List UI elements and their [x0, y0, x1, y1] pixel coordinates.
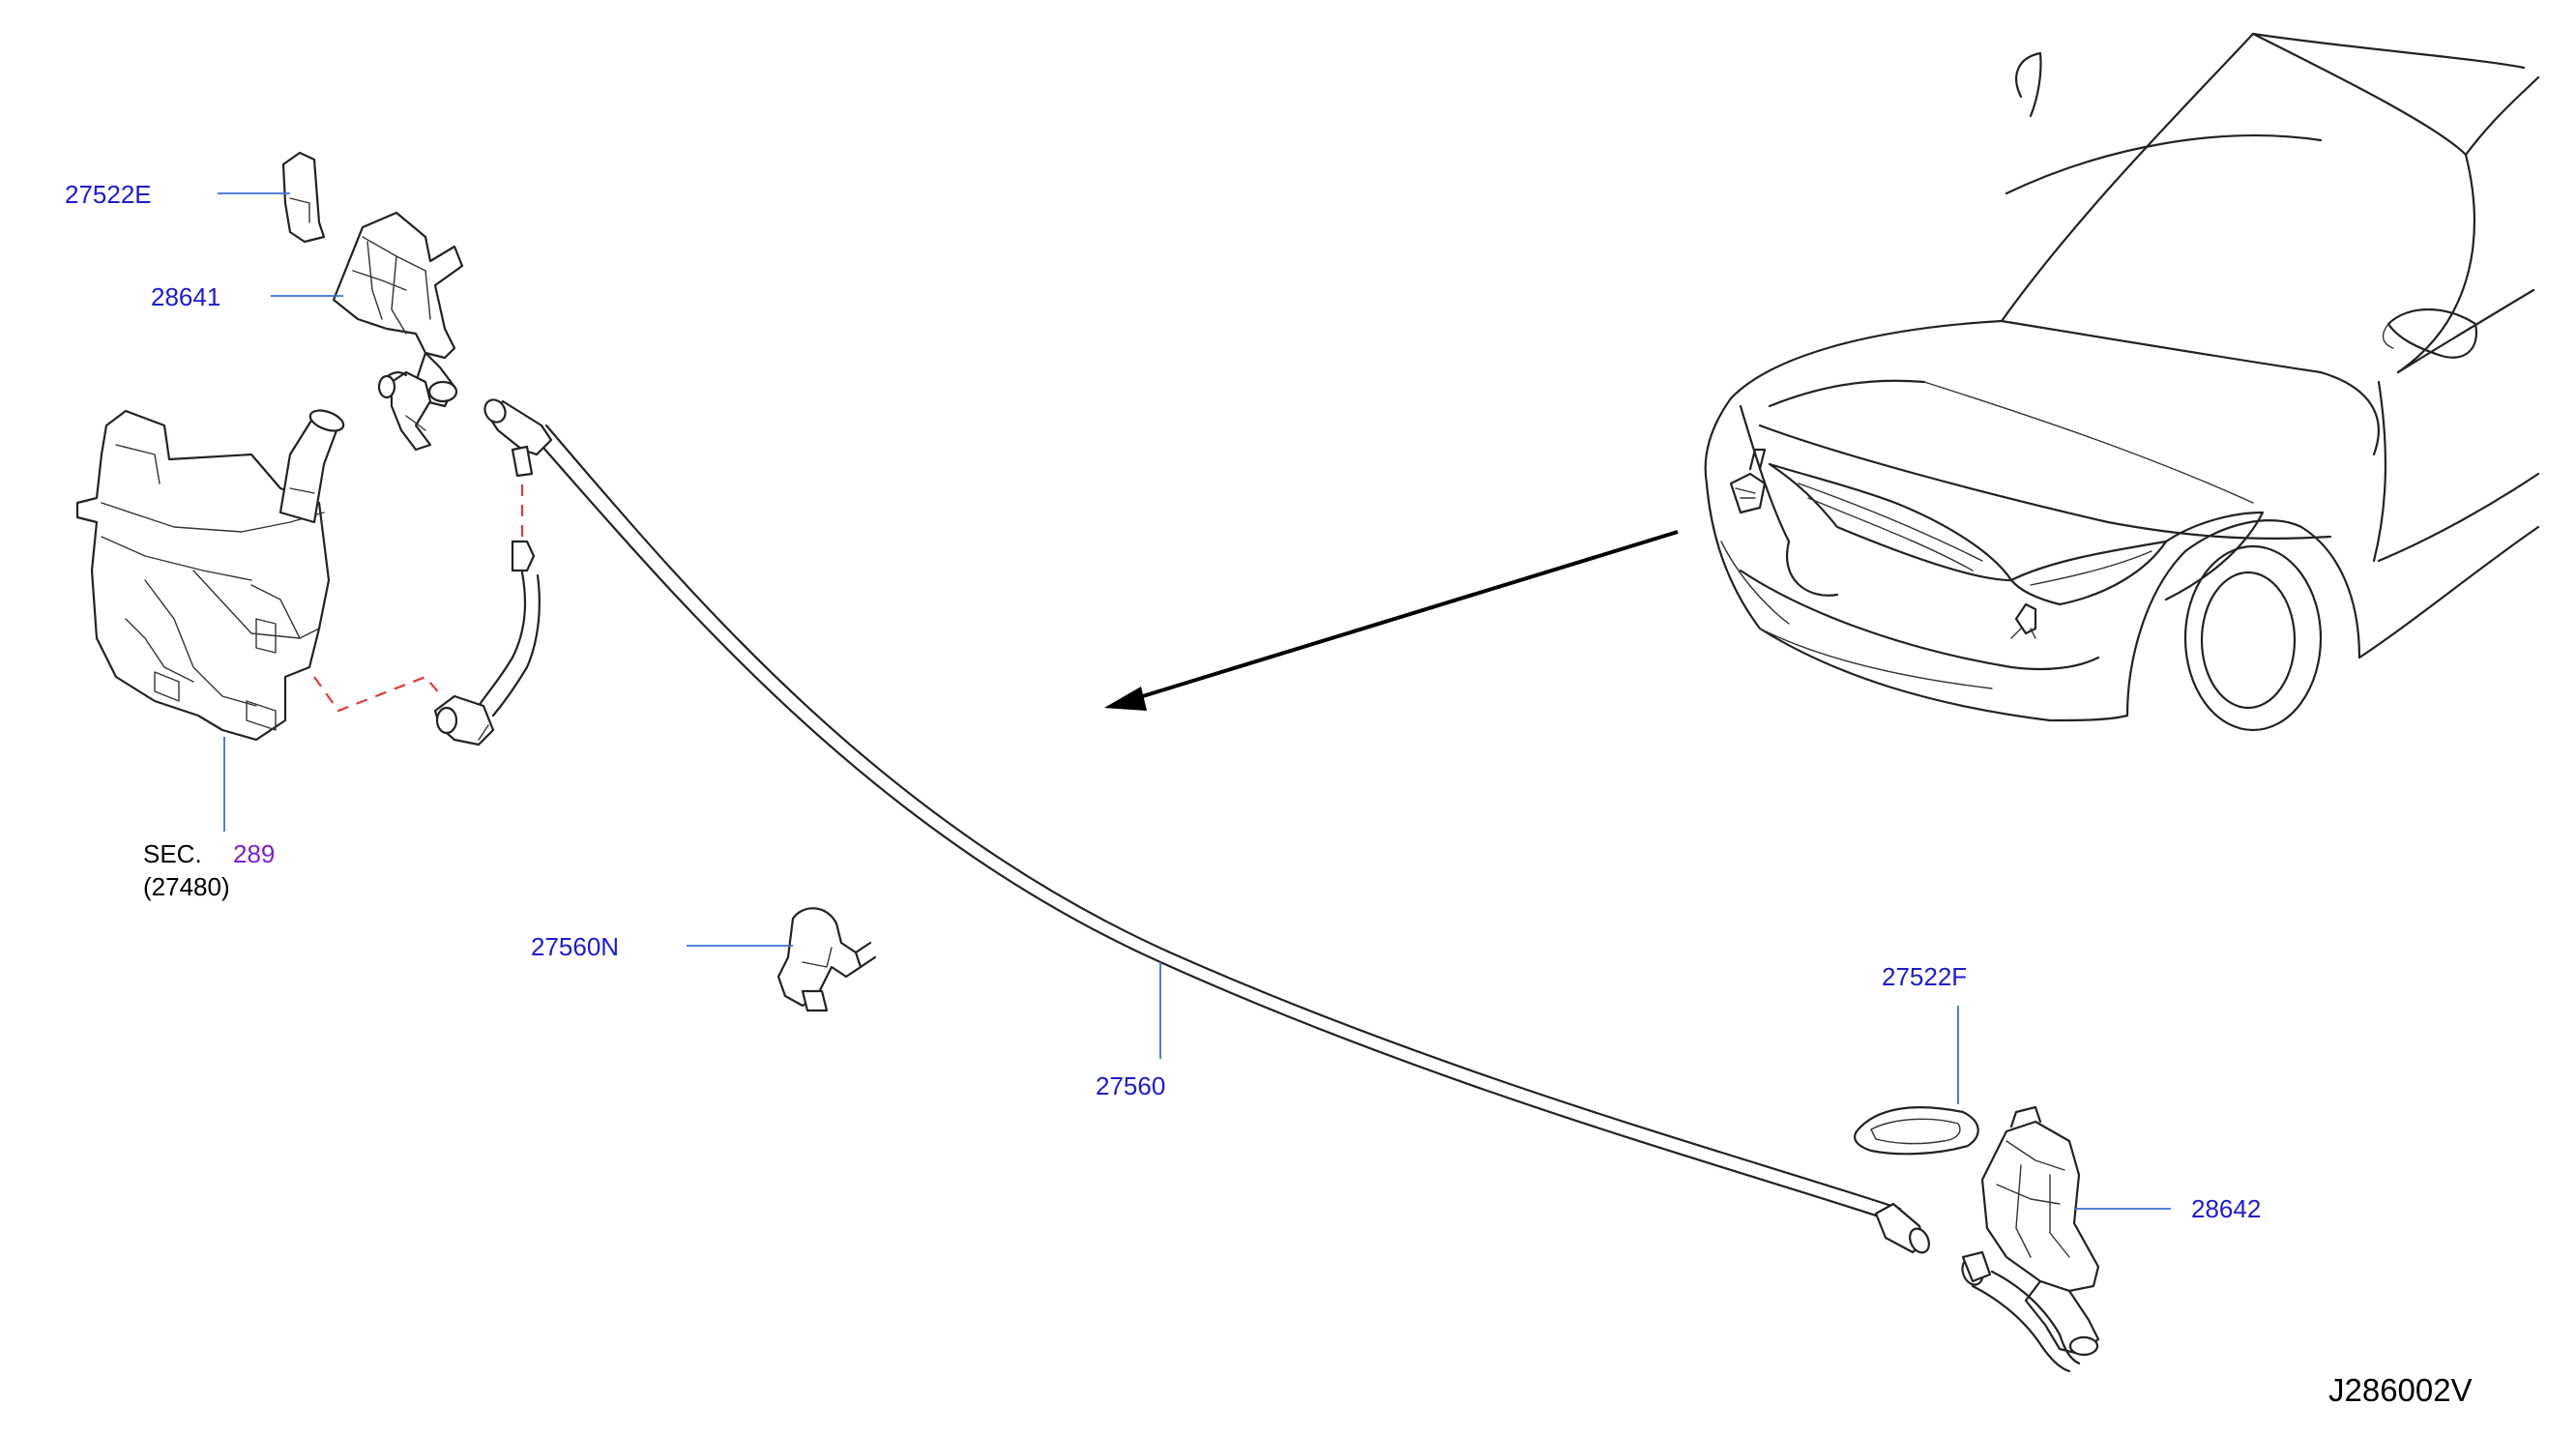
joint-27560n: [776, 907, 877, 1012]
cap-27522f: [1854, 1106, 1979, 1156]
cap-27522e: [281, 151, 326, 244]
section-reference-link[interactable]: 289: [233, 839, 276, 868]
part-label-27522f: 27522F: [1882, 962, 1968, 991]
leader-lines: [218, 192, 2171, 1210]
connection-lines: [313, 464, 524, 713]
part-label-27560: 27560: [1096, 1071, 1166, 1100]
washer-hose-27560: [483, 398, 1930, 1254]
pump-28642: [1961, 1105, 2100, 1373]
part-label-27522e: 27522E: [65, 180, 152, 209]
part-label-27560n: 27560N: [531, 932, 620, 961]
location-arrow: [1104, 530, 1679, 711]
connector-hose: [433, 540, 541, 747]
car-illustration: [1704, 32, 2540, 732]
part-label-28642: 28642: [2191, 1194, 2262, 1223]
washer-tank: [75, 409, 345, 742]
section-sub-number: (27480): [143, 872, 230, 901]
section-prefix: SEC.: [143, 839, 202, 868]
pump-28641: [332, 211, 464, 452]
part-label-28641: 28641: [151, 282, 221, 311]
diagram-code: J286002V: [2328, 1372, 2473, 1408]
